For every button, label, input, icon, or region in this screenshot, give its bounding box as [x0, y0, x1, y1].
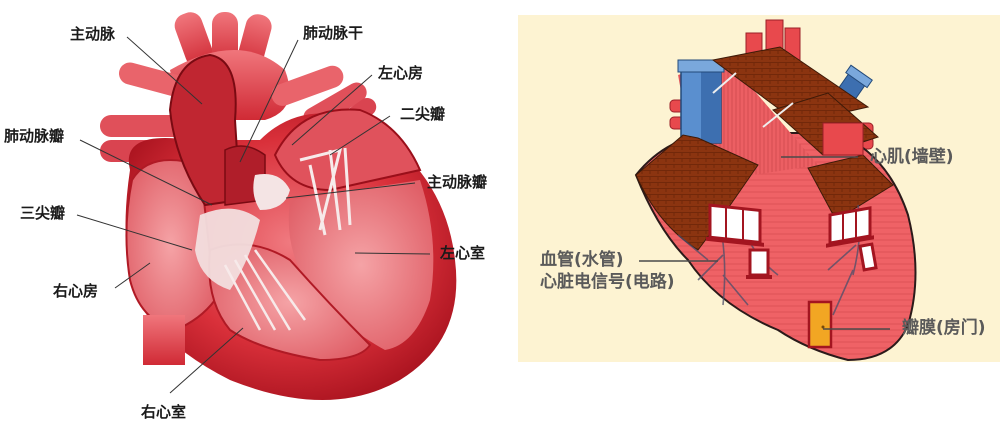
aortic-valve: [253, 174, 290, 210]
heart-house-analogy-diagram: 心肌(墙壁) 血管(水管) 心脏电信号(电路) 瓣膜(房门): [518, 15, 1000, 362]
right-ventricle: [208, 243, 372, 362]
tricuspid-valve: [195, 208, 260, 290]
roof-right: [807, 154, 894, 221]
label-pulmonary-trunk: 肺动脉干: [303, 24, 364, 42]
anatomical-heart-diagram: 主动脉 肺动脉干 左心房 二尖瓣 肺动脉瓣 主动脉瓣 三尖瓣 左心室 右心房 右…: [4, 12, 488, 421]
anatomical-heart-illustration: [76, 12, 457, 401]
label-valve: 瓣膜(房门): [902, 318, 986, 338]
house-leader-lines: [639, 156, 890, 330]
label-right-ventricle: 右心室: [141, 403, 187, 421]
aorta: [168, 53, 242, 207]
label-mitral-valve: 二尖瓣: [400, 105, 446, 123]
label-aortic-valve: 主动脉瓣: [427, 173, 488, 191]
heart-house-illustration: [634, 19, 917, 362]
label-left-atrium: 左心房: [378, 64, 424, 82]
door-valve: [807, 300, 833, 349]
label-left-ventricle: 左心室: [440, 244, 486, 262]
roof-left: [635, 134, 759, 251]
leader-lines: [76, 36, 431, 394]
tricuspid-chords: [223, 249, 307, 331]
windows: [706, 203, 878, 279]
label-right-atrium: 右心房: [53, 282, 99, 300]
label-myocardium: 心肌(墙壁): [870, 147, 954, 167]
label-blood-vessels: 血管(水管): [540, 250, 624, 270]
blue-chimney: [677, 59, 725, 144]
label-pulmonary-valve: 肺动脉瓣: [4, 127, 65, 145]
left-ventricle: [288, 180, 434, 350]
label-electrical-signal: 心脏电信号(电路): [540, 272, 675, 292]
mitral-valve-chords: [299, 147, 352, 236]
label-tricuspid-valve: 三尖瓣: [20, 204, 66, 222]
label-aorta: 主动脉: [70, 25, 116, 43]
